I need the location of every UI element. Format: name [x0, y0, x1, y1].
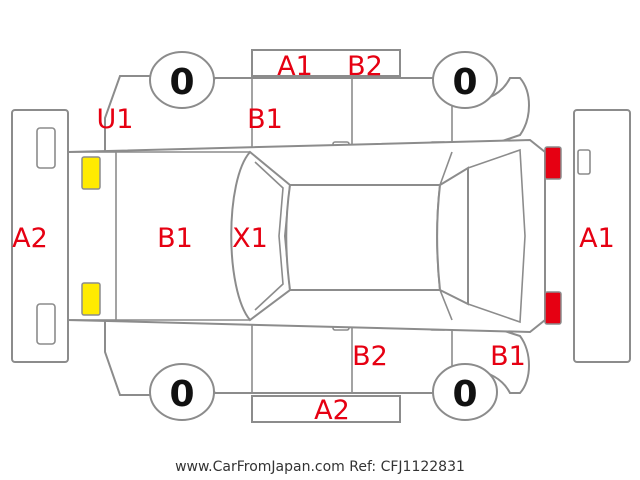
label-top-door-front: A1 — [277, 51, 313, 82]
tire-rear-right-code: 0 — [452, 374, 477, 415]
headlight-upper — [81, 156, 101, 190]
label-windshield: X1 — [232, 223, 268, 254]
upper-roof-strip — [251, 49, 401, 77]
rear-window — [436, 166, 469, 306]
label-rear-bumper: A1 — [579, 223, 615, 254]
roof-panel — [285, 184, 442, 291]
label-bottom-door-front: A2 — [314, 395, 350, 426]
label-top-front-fender: U1 — [97, 104, 134, 135]
headlight-lower — [81, 282, 101, 316]
tire-rear-left: 0 — [149, 363, 215, 421]
tire-front-right: 0 — [432, 51, 498, 109]
tire-rear-left-code: 0 — [169, 374, 194, 415]
label-bottom-quarter: B1 — [490, 341, 526, 372]
windshield-panel — [230, 150, 292, 322]
label-top-pillar: B1 — [247, 104, 283, 135]
tire-rear-right: 0 — [432, 363, 498, 421]
windshield-inner — [254, 161, 284, 311]
label-bottom-door-rear: B2 — [352, 341, 388, 372]
label-hood: B1 — [157, 223, 193, 254]
tire-front-right-code: 0 — [452, 62, 477, 103]
tire-front-left: 0 — [149, 51, 215, 109]
taillight-upper — [544, 146, 562, 180]
label-top-door-rear: B2 — [347, 51, 383, 82]
rear-bumper — [573, 109, 631, 363]
label-front-bumper: A2 — [12, 223, 48, 254]
footer-reference: www.CarFromJapan.com Ref: CFJ1122831 — [175, 459, 465, 475]
tailgate-panel — [439, 148, 526, 324]
taillight-lower — [544, 291, 562, 325]
lower-roof-strip — [251, 395, 401, 423]
hood-panel — [67, 151, 250, 321]
tire-front-left-code: 0 — [169, 62, 194, 103]
